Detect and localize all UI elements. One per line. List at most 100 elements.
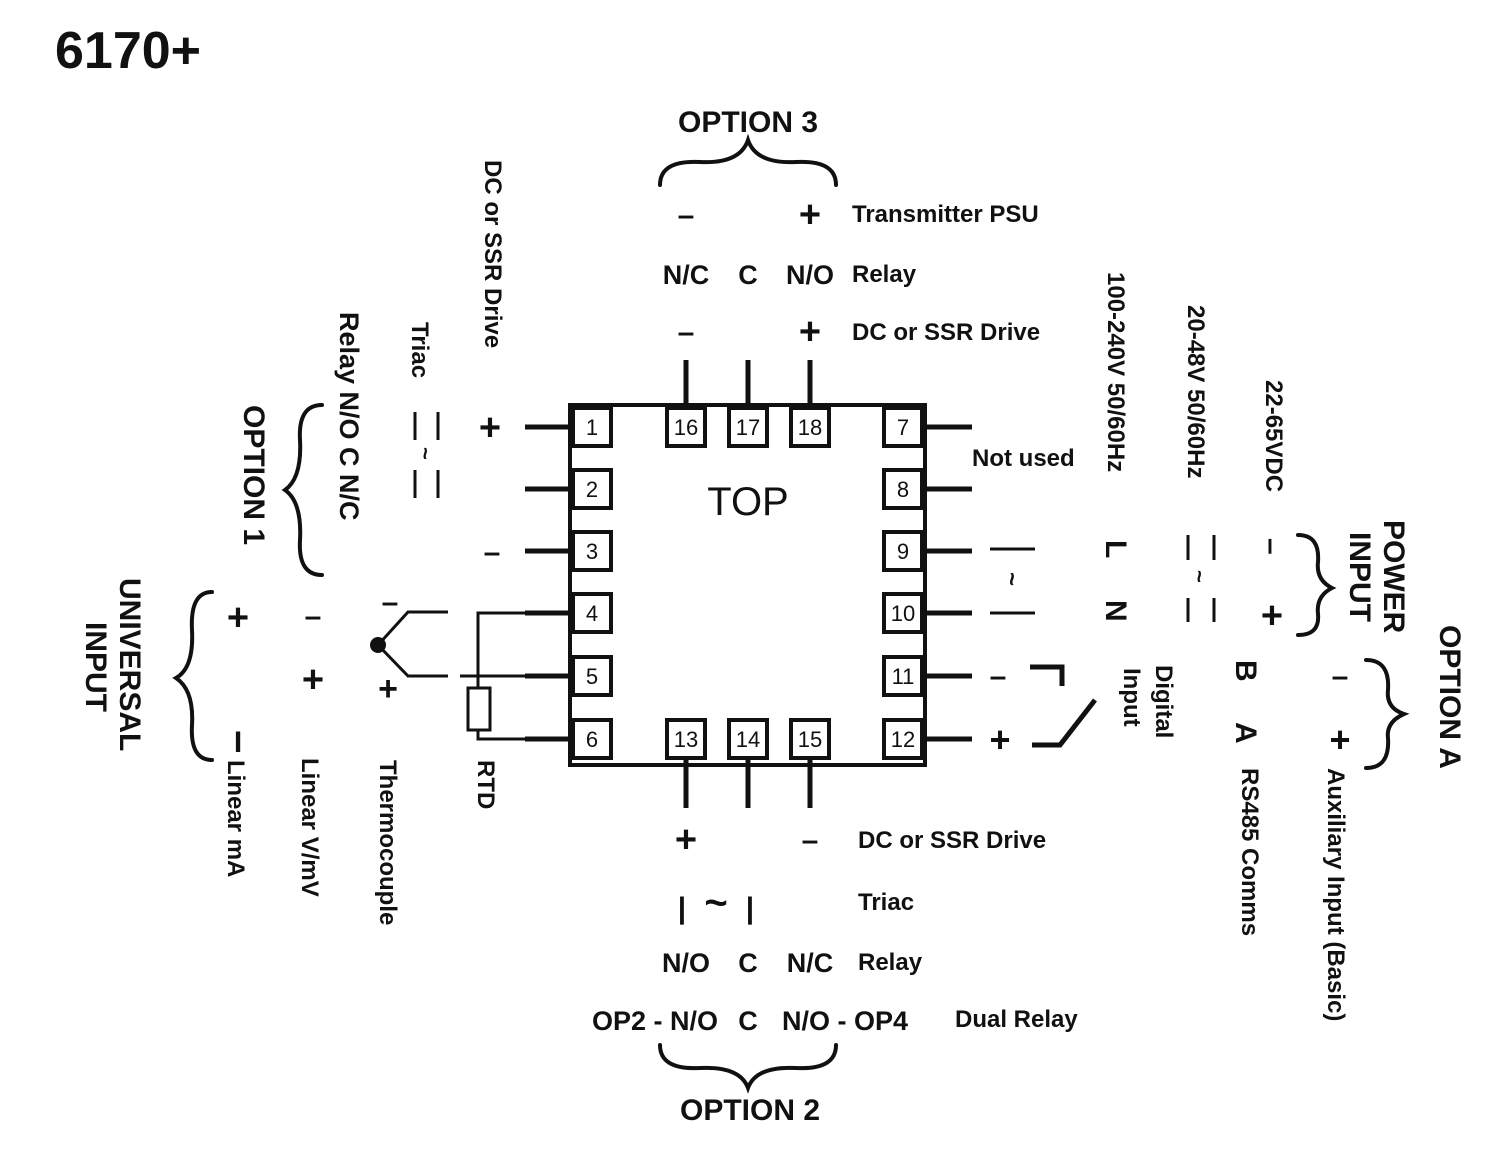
ac-low-tilde: ~ bbox=[1187, 570, 1212, 583]
option2-dual-c: C bbox=[738, 1006, 758, 1036]
power-input-title-1: POWER bbox=[1377, 520, 1410, 634]
rs485-A: A bbox=[1229, 722, 1262, 744]
pin-7-label: 7 bbox=[897, 415, 909, 440]
option2-dual-right: N/O - OP4 bbox=[782, 1006, 908, 1036]
dc-power-minus: – bbox=[1255, 538, 1288, 555]
option2-title: OPTION 2 bbox=[680, 1094, 820, 1127]
rs485-label: RS485 Comms bbox=[1236, 768, 1263, 936]
power-input-title-2: INPUT bbox=[1343, 532, 1376, 622]
option2-dual-label: Dual Relay bbox=[955, 1006, 1078, 1033]
universal-input-brace bbox=[172, 590, 214, 762]
option2-triac-bar1: | bbox=[678, 892, 686, 925]
option1-triac-tilde: ~ bbox=[413, 447, 438, 460]
option3-brace bbox=[658, 133, 838, 187]
option1-triac-label: Triac bbox=[406, 322, 433, 378]
option2-triac-label: Triac bbox=[858, 889, 914, 916]
option3-title: OPTION 3 bbox=[678, 106, 818, 139]
option2-triac-bar2: | bbox=[746, 892, 754, 925]
pin-6-label: 6 bbox=[586, 727, 598, 752]
pin-13-label: 13 bbox=[674, 727, 698, 752]
option1-relay-label: Relay N/O C N/C bbox=[334, 312, 364, 521]
option1-minus: – bbox=[484, 536, 501, 569]
pin-1-label: 1 bbox=[586, 415, 598, 440]
pin-5-label: 5 bbox=[586, 664, 598, 689]
option2-brace bbox=[658, 1043, 838, 1094]
option3-dc-label: DC or SSR Drive bbox=[852, 319, 1040, 346]
aux-label: Auxiliary Input (Basic) bbox=[1322, 768, 1349, 1021]
pin-4-label: 4 bbox=[586, 601, 598, 626]
pin-17-label: 17 bbox=[736, 415, 760, 440]
power-input-brace bbox=[1296, 533, 1337, 637]
pin-10-label: 10 bbox=[891, 601, 915, 626]
option2-relay-label: Relay bbox=[858, 949, 923, 976]
thermocouple-symbol bbox=[370, 610, 448, 678]
option3-relay-label: Relay bbox=[852, 261, 917, 288]
option2-relay-nc: N/C bbox=[787, 948, 834, 978]
tc-label: Thermocouple bbox=[374, 760, 401, 925]
rs485-B: B bbox=[1229, 660, 1262, 682]
pin-12-label: 12 bbox=[891, 727, 915, 752]
linear-v-minus: – bbox=[305, 600, 322, 633]
pin-18-label: 18 bbox=[798, 415, 822, 440]
rtd-symbol bbox=[460, 611, 525, 741]
bottom-pins: 13 14 15 bbox=[665, 718, 831, 808]
option2-dc-label: DC or SSR Drive bbox=[858, 827, 1046, 854]
universal-input-title-1: UNIVERSAL bbox=[113, 578, 146, 751]
option2-relay-no: N/O bbox=[662, 948, 710, 978]
aux-minus: – bbox=[1332, 660, 1349, 693]
option3-dc-minus: – bbox=[678, 316, 695, 349]
option3-tx-minus: – bbox=[678, 199, 695, 232]
linear-v-plus: + bbox=[302, 659, 324, 701]
option2-dc-minus: – bbox=[802, 824, 819, 857]
option-a-brace bbox=[1364, 658, 1410, 770]
tc-minus: – bbox=[382, 586, 399, 619]
digital-input-switch bbox=[1030, 664, 1097, 748]
option3-dc-plus: + bbox=[799, 311, 821, 353]
pin-11-label: 11 bbox=[892, 664, 915, 689]
option1-dc-label: DC or SSR Drive bbox=[479, 160, 506, 348]
option2-relay-c: C bbox=[738, 948, 758, 978]
option3-tx-label: Transmitter PSU bbox=[852, 201, 1039, 228]
ac-input-symbol: ~ bbox=[990, 547, 1035, 615]
pin-9-label: 9 bbox=[897, 539, 909, 564]
option3-relay-no: N/O bbox=[786, 260, 834, 290]
option3-relay-nc: N/C bbox=[663, 260, 710, 290]
linear-ma-minus: I bbox=[234, 726, 242, 759]
option-a-title: OPTION A bbox=[1433, 625, 1466, 769]
chip-body bbox=[568, 403, 927, 767]
option2-dual-left: OP2 - N/O bbox=[592, 1006, 718, 1036]
option1-title: OPTION 1 bbox=[237, 405, 270, 545]
digital-input-label-2: Input bbox=[1118, 668, 1145, 727]
option1-triac-symbol: ~ bbox=[413, 412, 440, 498]
option1-brace bbox=[281, 403, 324, 577]
chip-top-label: TOP bbox=[707, 480, 789, 524]
right-pins: 7 8 9 10 11 12 bbox=[882, 406, 972, 760]
digital-input-label-1: Digital bbox=[1150, 665, 1177, 738]
line-N: N bbox=[1099, 600, 1132, 622]
universal-input-title-2: INPUT bbox=[79, 622, 112, 712]
ac-tilde: ~ bbox=[998, 572, 1025, 586]
pin-16-label: 16 bbox=[674, 415, 698, 440]
ac-low-symbol: ~ bbox=[1186, 535, 1216, 622]
linear-v-label: Linear V/mV bbox=[296, 758, 323, 897]
pin-14-label: 14 bbox=[736, 727, 760, 752]
option2-dc-plus: + bbox=[675, 819, 697, 861]
pin-8-label: 8 bbox=[897, 477, 909, 502]
linear-ma-plus: + bbox=[227, 597, 249, 639]
dc-power-plus: + bbox=[1261, 595, 1283, 637]
ac-high-label: 100-240V 50/60Hz bbox=[1102, 272, 1129, 472]
option1-plus: + bbox=[479, 407, 501, 449]
digital-input-minus: – bbox=[990, 660, 1007, 693]
option3-relay-c: C bbox=[738, 260, 758, 290]
line-L: L bbox=[1099, 540, 1132, 558]
linear-ma-label: Linear mA bbox=[222, 760, 249, 877]
aux-plus: + bbox=[1329, 719, 1350, 760]
top-pins: 16 17 18 bbox=[665, 360, 831, 448]
digital-input-plus: + bbox=[989, 719, 1010, 760]
pin-3-label: 3 bbox=[586, 539, 598, 564]
pin-15-label: 15 bbox=[798, 727, 822, 752]
not-used-label: Not used bbox=[972, 445, 1075, 472]
option2-triac-tilde: ~ bbox=[704, 881, 727, 925]
diagram-title: 6170+ bbox=[55, 22, 201, 80]
